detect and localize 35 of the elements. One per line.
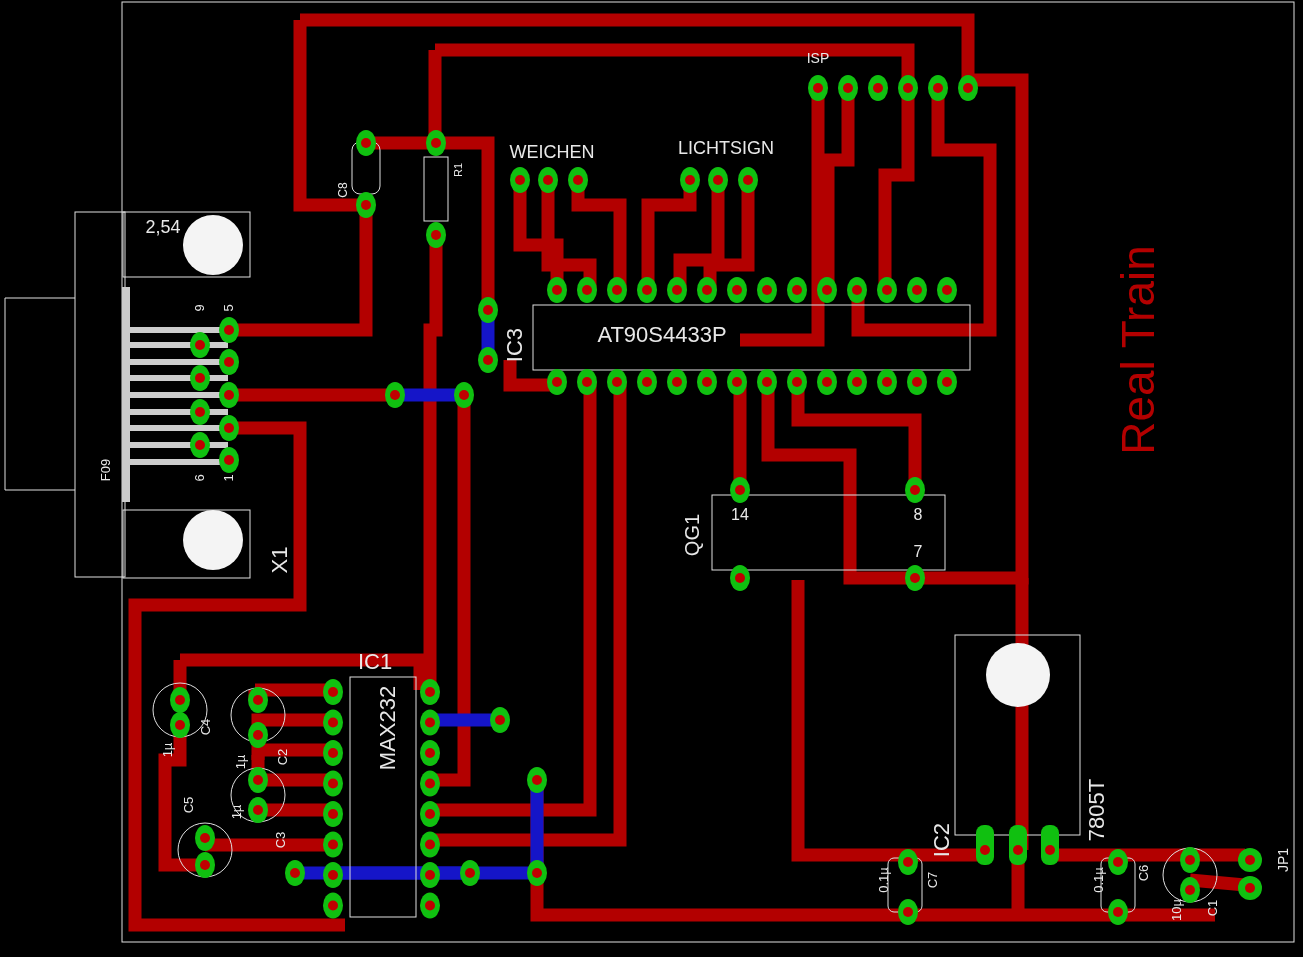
component-label: C8 [337,182,349,198]
board-title: Real Train [1115,245,1161,455]
pin-number: 7 [913,544,923,560]
component-label: WEICHEN [509,143,595,161]
part-number: MAX232 [377,685,399,771]
component-value: 0.1µ [1091,867,1105,893]
component-label: QG1 [682,513,702,557]
pin-number: 14 [731,507,749,523]
component-label: JP1 [1276,847,1290,873]
component-label: C4 [198,718,212,736]
pin-number: 5 [221,304,235,312]
component-value: 1µ [229,804,243,820]
component-label: C3 [273,831,287,849]
component-label: IC2 [931,822,953,858]
component-label: C6 [1136,864,1150,882]
component-label: X1 [269,546,291,574]
component-label: R1 [452,162,464,178]
component-value: 0.1µ [876,867,890,893]
part-number: F09 [98,458,112,482]
pin-number: 8 [913,507,923,523]
pin-number: 6 [192,474,206,482]
dimension-label: 2,54 [145,218,181,236]
component-label: IC3 [504,327,526,363]
component-label: C5 [181,796,195,814]
component-label: C1 [1205,899,1219,917]
pin-number: 9 [192,304,206,312]
part-number: AT90S4433P [597,324,727,346]
pin-number: 1 [221,474,235,482]
component-value: 1µ [160,742,174,758]
part-number: 7805T [1086,778,1108,842]
component-label: LICHTSIGN [678,139,774,157]
component-label: C7 [925,871,939,889]
component-value: 1µ [233,754,247,770]
component-label: C2 [275,748,289,766]
component-value: 10µ [1169,899,1183,921]
